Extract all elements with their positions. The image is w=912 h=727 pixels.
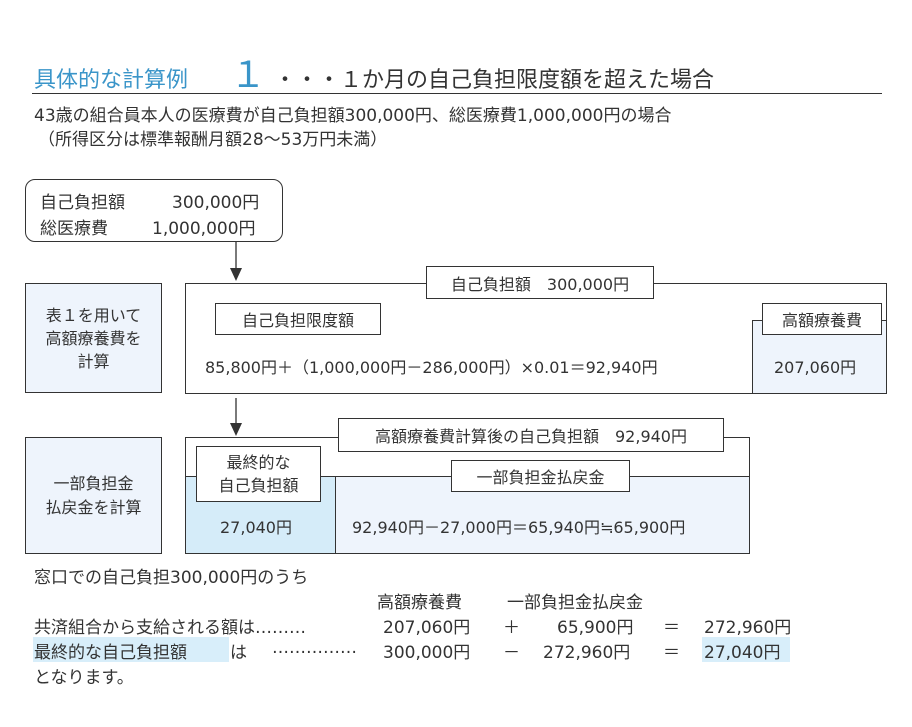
step2-side-label: 一部負担金 払戻金を計算 [25, 437, 162, 554]
start-row1-value: 300,000円 [172, 193, 260, 213]
summary-row1-op: ＋ [503, 618, 520, 638]
intro-line-1: 43歳の組合員本人の医療費が自己負担額300,000円、総医療費1,000,00… [34, 106, 672, 126]
step1-limit-label: 自己負担限度額 [215, 303, 381, 335]
summary-row1-label: 共済組合から支給される額は……… [34, 618, 306, 638]
page-heading: 具体的な計算例 １ ・・・１か月の自己負担限度額を超えた場合 [34, 50, 884, 96]
arrow-2 [230, 398, 242, 436]
summary-row2-dots: …………… [272, 638, 357, 658]
summary-closing: となります。 [34, 668, 134, 688]
summary-row1-result: 272,960円 [704, 618, 792, 638]
summary-intro: 窓口での自己負担300,000円のうち [34, 568, 309, 588]
step2-formula: 92,940円－27,000円＝65,940円≒65,900円 [352, 518, 686, 537]
summary-row1-a: 207,060円 [383, 618, 471, 638]
step1-top-label: 自己負担額 300,000円 [426, 266, 654, 299]
step2-final-value: 27,040円 [220, 518, 292, 537]
step2-refund-label: 一部負担金払戻金 [451, 460, 630, 492]
step1-side-line3: 計算 [77, 351, 110, 371]
start-row2-label: 総医療費 [40, 219, 108, 239]
step2-top-label: 高額療養費計算後の自己負担額 92,940円 [338, 418, 724, 452]
summary-row2-eq: ＝ [663, 643, 680, 663]
summary-row2-ha: は [230, 643, 247, 663]
step1-benefit-value: 207,060円 [774, 358, 857, 377]
heading-label: 具体的な計算例 [34, 68, 189, 93]
step2-side-line1: 一部負担金 [53, 473, 134, 493]
heading-rule [32, 93, 882, 94]
summary-row2-label: 最終的な自己負担額 [34, 643, 187, 663]
summary-col-benefit: 高額療養費 [377, 593, 462, 613]
step1-formula: 85,800円＋（1,000,000円－286,000円）×0.01＝92,94… [205, 358, 658, 377]
heading-number: １ [230, 55, 267, 96]
summary-row1-b: 65,900円 [557, 618, 634, 638]
summary-row2-op: － [503, 643, 520, 663]
summary-row2-result-highlight [702, 637, 790, 662]
arrow-1 [230, 242, 242, 281]
step2-final-line2: 自己負担額 [218, 476, 299, 495]
step1-benefit-label: 高額療養費 [762, 303, 882, 335]
heading-subtitle: ・・・１か月の自己負担限度額を超えた場合 [274, 68, 715, 93]
start-row1-label: 自己負担額 [40, 193, 125, 213]
summary-row1-eq: ＝ [663, 618, 680, 638]
step2-final-line1: 最終的な [226, 453, 291, 472]
step2-side-line2: 払戻金を計算 [45, 497, 142, 517]
start-amount-box: 自己負担額 300,000円 総医療費 1,000,000円 [25, 179, 283, 242]
summary-row2-b: 272,960円 [543, 643, 631, 663]
step1-side-line2: 高額療養費を [45, 328, 142, 348]
step1-side-line1: 表１を用いて [45, 305, 142, 325]
summary-row2-a: 300,000円 [383, 643, 471, 663]
step2-final-label: 最終的な 自己負担額 [196, 446, 321, 502]
intro-line-2: （所得区分は標準報酬月額28～53万円未満） [38, 130, 388, 150]
start-row2-value: 1,000,000円 [152, 219, 256, 239]
summary-row2-label-highlight [33, 637, 229, 662]
step1-side-label: 表１を用いて 高額療養費を 計算 [25, 283, 162, 393]
summary-row2-result: 27,040円 [704, 643, 781, 663]
summary-col-refund: 一部負担金払戻金 [507, 593, 643, 613]
